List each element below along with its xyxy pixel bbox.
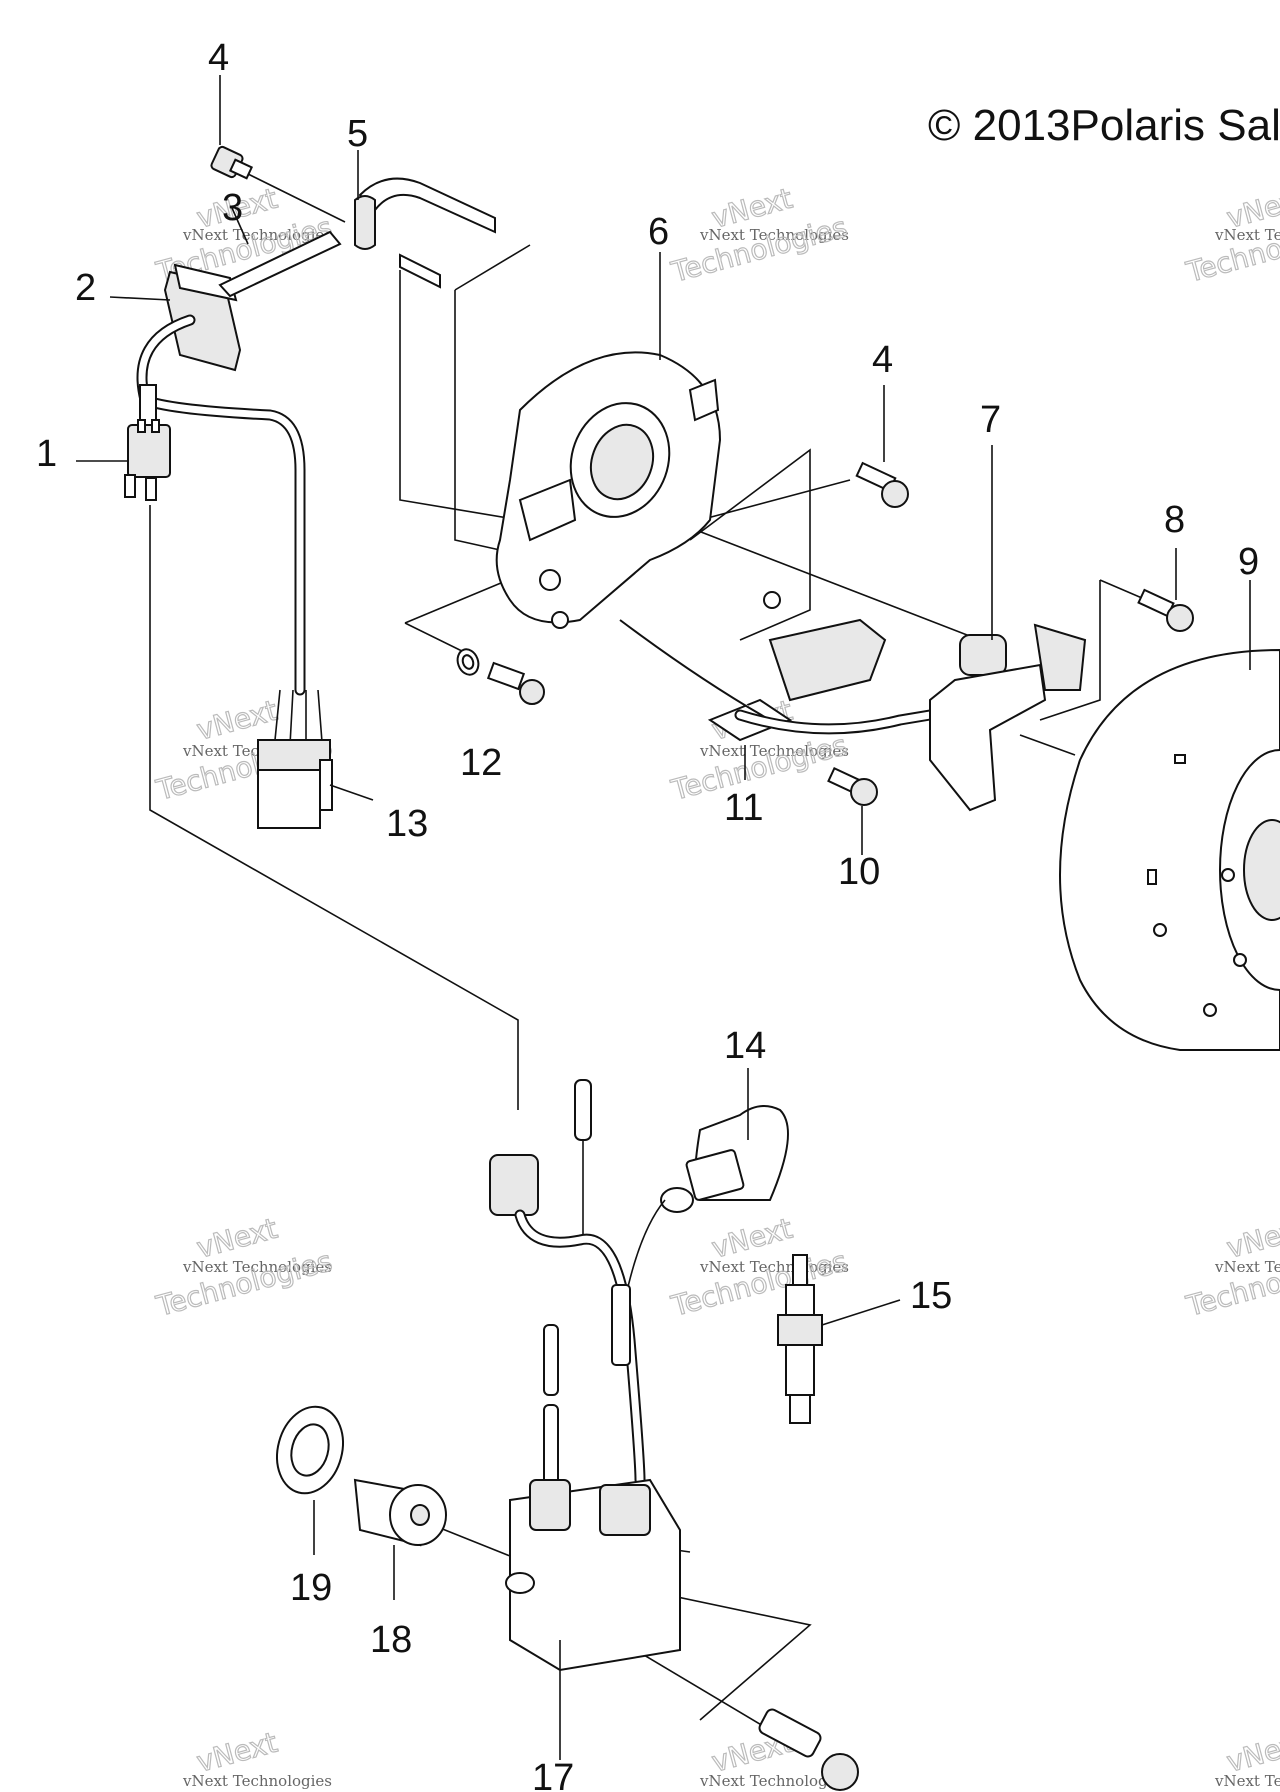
screw-part-10 <box>827 766 878 806</box>
connector-part-13 <box>257 689 333 829</box>
callout-1: 1 <box>36 433 57 475</box>
callout-12: 12 <box>460 742 502 784</box>
screw-part-4 <box>855 461 909 508</box>
watermark-text: vNext <box>1223 1726 1280 1779</box>
spark-plug-cap-part-14 <box>624 1105 789 1301</box>
watermark-text: Technologies <box>152 1244 335 1323</box>
watermark: vNext vNext Technologies Technologies <box>667 181 851 290</box>
watermark-text: vNext <box>193 1212 281 1265</box>
stator-plate-part-6 <box>495 351 781 629</box>
callout-4-middle: 4 <box>872 339 893 381</box>
callout-10: 10 <box>838 851 880 893</box>
callout-leaders <box>76 75 1251 1760</box>
watermark-text: vNext Technologies <box>699 226 849 244</box>
callout-labels: 4 5 3 2 1 6 4 7 8 9 12 13 11 10 14 15 19… <box>36 37 1259 1792</box>
washer-part-19 <box>276 1405 344 1495</box>
washer-screw-part-12 <box>456 648 545 705</box>
watermark-text: vNext Technologies <box>182 1772 332 1790</box>
watermark-text: vNext <box>1223 1212 1280 1265</box>
watermark: vNext vNext Technologies <box>182 1725 332 1790</box>
callout-9: 9 <box>1238 541 1259 583</box>
spacer-part-18 <box>353 1478 447 1547</box>
callout-5: 5 <box>347 113 368 155</box>
callout-2: 2 <box>75 267 96 309</box>
watermark: vNext vNext Technologies Technologies <box>667 1211 851 1324</box>
callout-13: 13 <box>386 803 428 845</box>
bolt-part-bottom <box>758 1708 859 1791</box>
watermark-text: vNext Technologies <box>699 742 849 760</box>
bolt-part-4 <box>210 145 254 180</box>
clamp-part-5 <box>354 177 496 289</box>
stator-wire <box>734 704 966 735</box>
watermark: vNext vNext Technologies <box>1214 1725 1280 1790</box>
callout-14: 14 <box>724 1025 766 1067</box>
watermark-text: vNext Technologies <box>1214 226 1280 244</box>
callout-11: 11 <box>724 787 763 829</box>
harness-cable <box>136 314 306 696</box>
connector-part-1 <box>124 384 171 501</box>
callout-4-top: 4 <box>208 37 229 79</box>
watermark-text: vNext <box>193 1726 281 1779</box>
watermark-text: vNext Technologies <box>182 1258 332 1276</box>
callout-3: 3 <box>222 187 243 229</box>
watermark: vNext vNext Technologies Technologies <box>1182 1211 1280 1324</box>
copyright-text: © 2013Polaris Sale <box>928 101 1280 150</box>
callout-6: 6 <box>648 211 669 253</box>
watermark-text: vNext Technologies <box>1214 1772 1280 1790</box>
callout-17: 17 <box>532 1757 574 1792</box>
watermark-text: vNext <box>708 1212 796 1265</box>
watermark-text: vNext Technologies <box>699 1258 849 1276</box>
watermark: vNext vNext Technologies Technologies <box>1182 181 1280 290</box>
callout-18: 18 <box>370 1619 412 1661</box>
callout-7: 7 <box>980 399 1001 441</box>
watermark-text: vNext Technologies <box>182 226 332 244</box>
grommet-part-2 <box>163 230 342 372</box>
callout-15: 15 <box>910 1275 952 1317</box>
ignition-coil-part-17 <box>489 1079 681 1672</box>
callout-8: 8 <box>1164 499 1185 541</box>
charging-coil-part-7 <box>929 623 1087 812</box>
spark-plug-part-15 <box>777 1254 823 1424</box>
screw-part-8 <box>1137 588 1194 632</box>
watermark-text: Technologies <box>667 1244 850 1323</box>
flywheel-part-9 <box>1059 648 1280 1051</box>
watermark-text: vNext Technologies <box>1214 1258 1280 1276</box>
callout-19: 19 <box>290 1567 332 1609</box>
watermark-text: vNext Technologies <box>699 1772 849 1790</box>
trigger-coil-part-11 <box>619 618 887 780</box>
watermark: vNext vNext Technologies Technologies <box>152 1211 336 1324</box>
watermark-text: vNext <box>193 694 281 747</box>
